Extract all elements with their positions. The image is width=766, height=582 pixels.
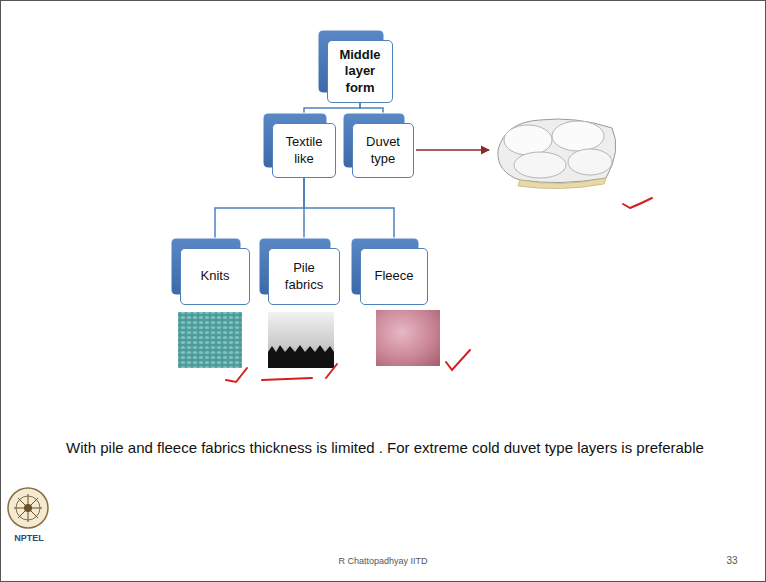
check-mark bbox=[446, 350, 470, 370]
box-label: Fleece bbox=[367, 268, 421, 284]
footer-author: R Chattopadhyay IITD bbox=[283, 556, 483, 566]
process-box: Fleece bbox=[360, 248, 428, 305]
box-label: Textile like bbox=[279, 134, 329, 167]
check-mark bbox=[326, 364, 337, 378]
knit-sample bbox=[178, 312, 242, 368]
nptel-emblem bbox=[8, 488, 48, 528]
box-label: Pile fabrics bbox=[275, 260, 333, 293]
duvet-puff bbox=[552, 121, 604, 151]
slide-number: 33 bbox=[712, 555, 752, 566]
emblem-spokes bbox=[14, 494, 42, 522]
pile-sample-base bbox=[268, 345, 334, 368]
process-box: Textile like bbox=[272, 123, 336, 178]
emblem-hub bbox=[24, 504, 32, 512]
pile-sample-ground bbox=[268, 312, 334, 368]
emblem-ring bbox=[8, 488, 48, 528]
logo-text: NPTEL bbox=[4, 533, 54, 543]
check-mark bbox=[226, 368, 247, 382]
box-label: Duvet type bbox=[359, 134, 407, 167]
process-box: Pile fabrics bbox=[268, 248, 340, 305]
duvet-puff bbox=[514, 152, 566, 178]
duvet-illustration bbox=[498, 119, 616, 189]
process-box: Knits bbox=[180, 248, 250, 305]
slide-note: With pile and fleece fabrics thickness i… bbox=[30, 438, 740, 458]
fleece-sample bbox=[376, 310, 440, 366]
process-box: Duvet type bbox=[352, 123, 414, 178]
box-label: Middle layer form bbox=[334, 47, 386, 96]
pointer-arrow bbox=[416, 149, 489, 150]
duvet-puff bbox=[568, 149, 612, 175]
check-mark bbox=[623, 198, 652, 208]
box-label: Knits bbox=[187, 268, 243, 284]
duvet-puff bbox=[504, 125, 552, 155]
process-box: Middle layer form bbox=[327, 40, 393, 103]
pile-sample bbox=[268, 312, 334, 368]
underline-mark bbox=[262, 378, 312, 380]
duvet-shadow bbox=[518, 178, 606, 189]
duvet-outline bbox=[498, 119, 616, 183]
red-annotations bbox=[226, 198, 652, 382]
